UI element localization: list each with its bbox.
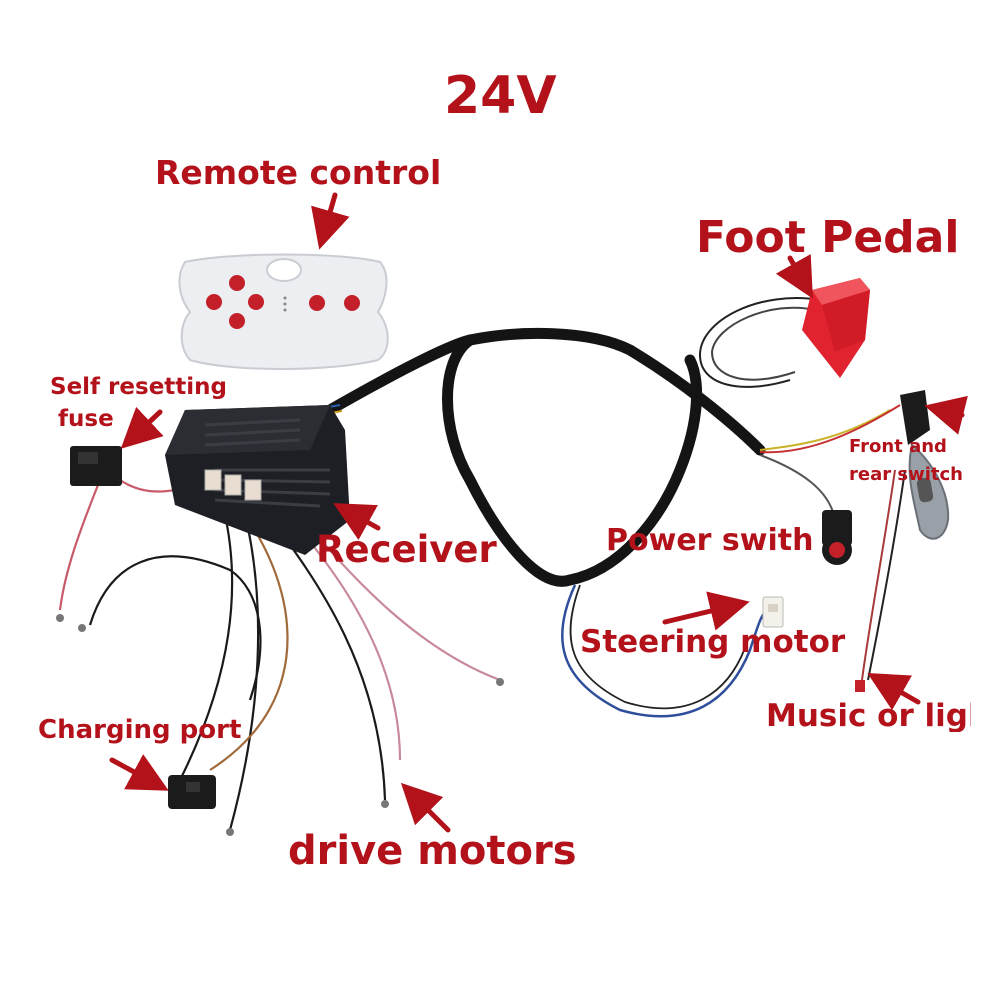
switch-wire-red: [759, 404, 901, 454]
switch-wire-gray: [759, 454, 836, 521]
label-fuse-line1: Self resetting: [50, 374, 228, 400]
pedal-loop-wire-2: [710, 306, 816, 381]
arrow-front-rear: [924, 395, 968, 435]
arrow-fuse: [120, 406, 164, 449]
terminal: [381, 800, 389, 808]
charging-port: [168, 775, 216, 809]
terminal: [56, 614, 64, 622]
arrow-remote: [311, 192, 350, 250]
music-wire-red: [861, 469, 896, 681]
arrow-steering: [662, 591, 750, 631]
arrow-receiver: [333, 503, 381, 541]
label-receiver: Receiver: [316, 528, 497, 571]
self-resetting-fuse: [70, 446, 122, 486]
receiver-box: [165, 405, 350, 555]
loose-black-wire: [88, 555, 262, 701]
steering-connector: [762, 596, 784, 628]
charge-wire-1: [179, 494, 234, 781]
label-front-rear-line1: Front and: [849, 436, 947, 457]
fuse-wire-red: [58, 479, 102, 611]
arrow-drive: [400, 782, 451, 833]
harness-loop-cable: [442, 334, 702, 587]
label-power-switch: Power swith: [606, 523, 814, 558]
terminal: [226, 828, 234, 836]
label-fuse-line2: fuse: [58, 406, 114, 432]
label-remote-control: Remote control: [155, 153, 442, 192]
terminal: [78, 624, 86, 632]
switch-wire-yellow: [759, 409, 891, 451]
power-switch: [822, 510, 852, 565]
label-front-rear-line2: rear switch: [849, 464, 963, 485]
pedal-loop-wire: [698, 297, 821, 388]
label-charging-port: Charging port: [38, 715, 242, 745]
label-steering-motor: Steering motor: [580, 624, 846, 660]
music-wire-black: [867, 469, 906, 681]
front-rear-switch: [900, 390, 950, 540]
main-harness-cable: [324, 327, 766, 456]
music-light-connector: [855, 680, 865, 692]
voltage-title: 24V: [444, 66, 557, 126]
label-music-light: Music or light: [766, 701, 971, 732]
steering-wire-blue: [561, 584, 769, 718]
arrow-charging: [109, 754, 169, 791]
label-foot-pedal: Foot Pedal: [696, 212, 960, 263]
steering-wire-black: [569, 584, 746, 710]
arrow-pedal: [775, 254, 813, 299]
terminal: [496, 678, 504, 686]
drive-wire-4: [228, 494, 260, 831]
arrow-music: [867, 673, 921, 711]
foot-pedal: [802, 278, 870, 378]
remote-control: [178, 253, 389, 370]
label-drive-motors: drive motors: [288, 828, 577, 874]
